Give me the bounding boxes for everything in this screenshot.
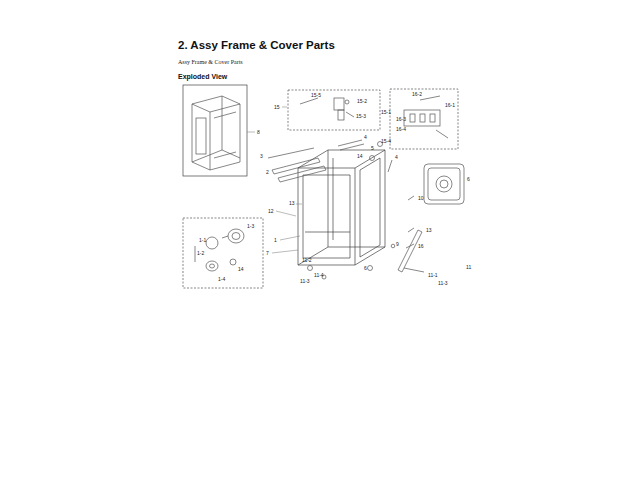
callout-number: 15-1: [381, 110, 391, 115]
callout-number: 3: [260, 154, 263, 159]
frame-inset-drawing: [192, 96, 240, 170]
callout-number: 15-4: [381, 139, 391, 144]
callout-number: 14: [357, 154, 363, 159]
callout-number: 11-3: [300, 279, 310, 284]
leader-line: [247, 107, 462, 270]
callout-number: 15: [274, 105, 280, 110]
callout-number: 4: [364, 135, 367, 140]
bracket-parts: [300, 96, 448, 138]
callout-number: 16: [418, 244, 424, 249]
page-title: 2. Assy Frame & Cover Parts: [178, 40, 335, 52]
callout-number: 11: [466, 265, 471, 270]
callout-number: 4: [395, 155, 398, 160]
callout-number: 11-4: [314, 273, 324, 278]
callout-number: 13: [289, 201, 295, 206]
callout-number: 8: [257, 130, 260, 135]
callout-number: 16-3: [396, 117, 406, 122]
callout-number: 15-3: [356, 114, 366, 119]
callout-number: 11-2: [302, 258, 312, 263]
callout-number: 12: [268, 209, 274, 214]
screw-parts: [308, 196, 425, 279]
section-subtitle: Assy Frame & Cover Parts: [178, 59, 243, 65]
callout-number: 1: [274, 238, 277, 243]
callout-number: 1-4: [218, 277, 225, 282]
callout-number: 15-2: [357, 99, 367, 104]
cabinet-frame: [298, 150, 385, 265]
group-border: [390, 89, 458, 149]
callout-number: 13: [426, 228, 432, 233]
callout-number: 1-1: [199, 238, 206, 243]
callout-number: 16-1: [445, 103, 455, 108]
callout-number: 16-2: [412, 92, 422, 97]
cover-panel: [424, 164, 464, 204]
callout-number: 6: [364, 266, 367, 271]
callout-number: 14: [238, 267, 244, 272]
view-heading: Exploded View: [178, 73, 227, 80]
callout-number: 6: [467, 177, 470, 182]
callout-number: 1-3: [247, 224, 254, 229]
callout-number: 1-2: [197, 251, 204, 256]
frame-bars: [268, 140, 392, 182]
callout-number: 15-5: [311, 93, 321, 98]
callout-number: 2: [266, 170, 269, 175]
callout-number: 10: [418, 196, 424, 201]
callout-number: 9: [396, 242, 399, 247]
group-border: [183, 218, 263, 288]
callout-number: 7: [266, 251, 269, 256]
callout-number: 16-4: [396, 127, 406, 132]
callout-number: 11-3: [438, 281, 448, 286]
callout-number: 11-1: [428, 273, 438, 278]
callout-number: 5: [371, 146, 374, 151]
inset-border: [183, 85, 247, 176]
group-border: [288, 90, 380, 130]
motor-parts: [195, 229, 244, 271]
